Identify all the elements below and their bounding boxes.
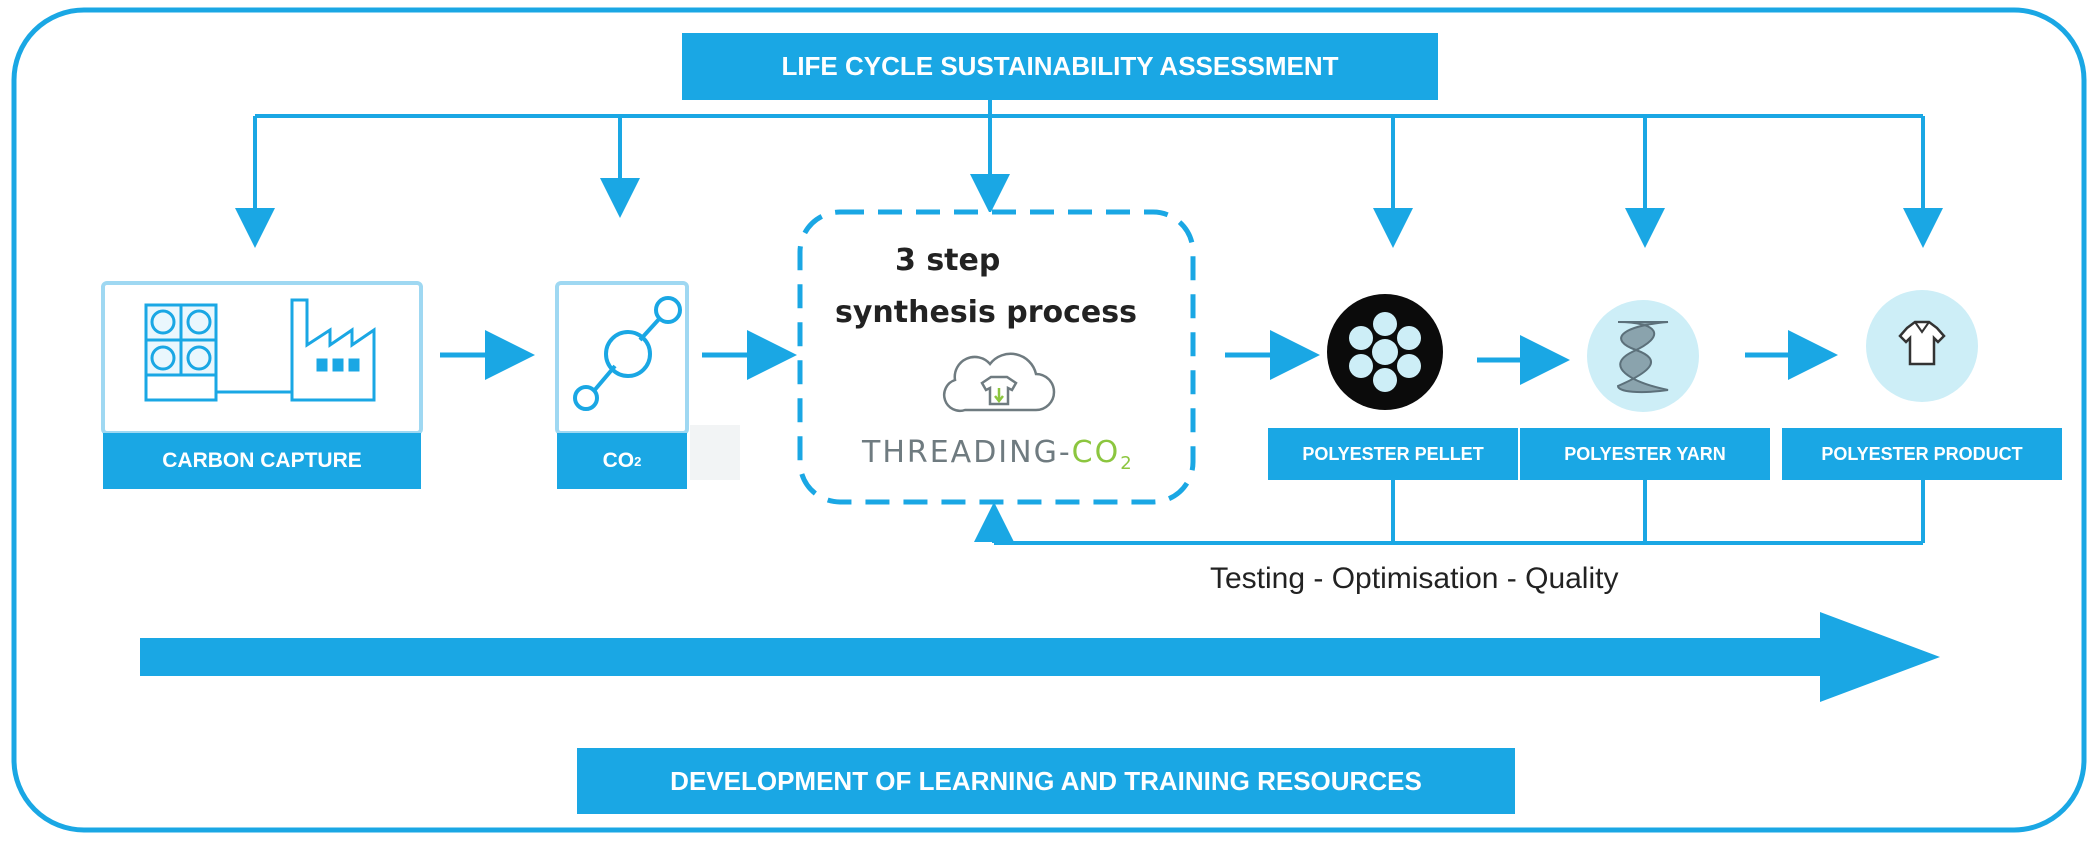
co2-label-sub: 2 xyxy=(634,453,642,469)
progress-arrow xyxy=(140,612,1940,702)
threading-logo-main: THREADING- xyxy=(861,435,1072,470)
carbon-capture-icon xyxy=(101,281,423,435)
process-title-line2: synthesis process xyxy=(835,295,1137,330)
co2-page-fold-decor xyxy=(690,425,740,480)
cloud-shirt-icon xyxy=(942,352,1056,412)
feedback-loop xyxy=(974,480,1925,545)
polyester-pellet-icon xyxy=(1327,294,1443,410)
process-title-line1: 3 step xyxy=(895,243,1000,278)
polyester-product-label: POLYESTER PRODUCT xyxy=(1782,428,2062,480)
feedback-label: Testing - Optimisation - Quality xyxy=(1210,562,1619,595)
co2-molecule-icon xyxy=(555,281,689,435)
threading-logo-co: CO xyxy=(1072,435,1121,470)
lcsa-connectors xyxy=(235,100,1943,248)
flow-arrows xyxy=(440,330,1838,385)
co2-label-main: CO xyxy=(602,449,635,472)
polyester-product-icon xyxy=(1866,290,1978,402)
threading-logo-sub: 2 xyxy=(1120,453,1133,474)
polyester-yarn-label: POLYESTER YARN xyxy=(1520,428,1770,480)
carbon-capture-label: CARBON CAPTURE xyxy=(103,433,421,489)
learning-resources-banner: DEVELOPMENT OF LEARNING AND TRAINING RES… xyxy=(577,748,1515,814)
polyester-yarn-icon xyxy=(1587,300,1699,412)
threading-logo-text: THREADING-CO2 xyxy=(861,435,1134,474)
lcsa-banner: LIFE CYCLE SUSTAINABILITY ASSESSMENT xyxy=(682,33,1438,100)
polyester-pellet-label: POLYESTER PELLET xyxy=(1268,428,1518,480)
outer-frame xyxy=(11,7,2087,833)
